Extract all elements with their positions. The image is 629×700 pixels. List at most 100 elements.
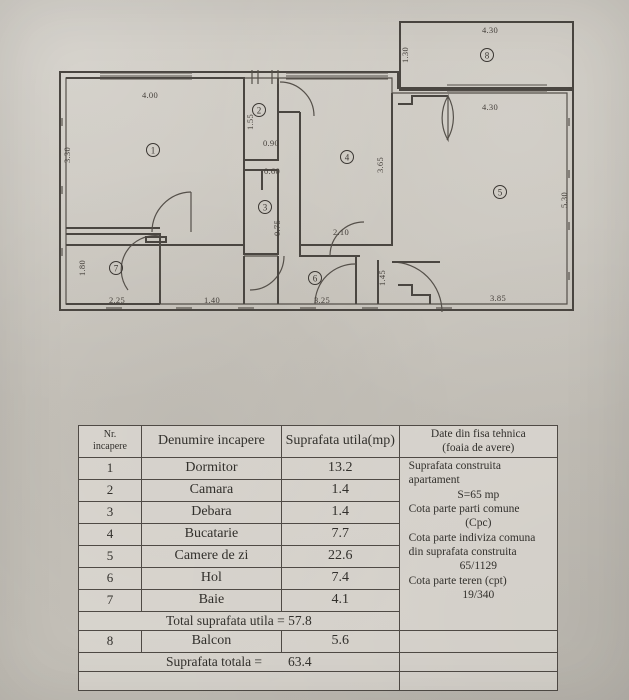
room-1-door-swing bbox=[151, 191, 192, 233]
header-nr: Nr. incapere bbox=[78, 425, 142, 458]
room-marker-1 bbox=[146, 143, 160, 157]
dimension-label-16: 1.30 bbox=[400, 47, 410, 63]
room-number-4: 4 bbox=[345, 153, 350, 163]
room-7-door-leaf bbox=[145, 236, 167, 243]
cell-nr-6: 6 bbox=[78, 566, 142, 590]
blank-cell-1 bbox=[78, 670, 400, 691]
cell-nr-4: 4 bbox=[78, 522, 142, 546]
dimension-label-5: 0.75 bbox=[272, 220, 282, 236]
dimension-label-17: 5.30 bbox=[559, 192, 569, 208]
dimension-label-9: 1.80 bbox=[77, 260, 87, 276]
tech-data-line-0: Suprafata construita bbox=[408, 459, 501, 472]
cell-area-4: 7.7 bbox=[280, 522, 400, 546]
room-number-6: 6 bbox=[313, 274, 318, 284]
dimension-label-1: 3.30 bbox=[62, 147, 72, 163]
cell-nr-1: 1 bbox=[78, 456, 142, 480]
dimension-label-6: 3.65 bbox=[375, 157, 385, 173]
tech-data-line-4: (Cpc) bbox=[465, 517, 492, 530]
dimension-label-4: 0.60 bbox=[264, 166, 280, 176]
room-number-1: 1 bbox=[151, 146, 156, 156]
room-3-walls bbox=[243, 169, 279, 255]
grand-total-pad bbox=[398, 651, 559, 672]
cell-name-3: Debara bbox=[140, 500, 282, 524]
building-outer-wall bbox=[59, 71, 574, 311]
grand-total-row: Suprafata totala =63.4 bbox=[78, 651, 559, 672]
subtotal-row: Total suprafata utila = 57.8 bbox=[78, 610, 558, 631]
cell-name-4: Bucatarie bbox=[140, 522, 282, 546]
cell-name-6: Hol bbox=[140, 566, 282, 590]
tech-data-line-9: 19/340 bbox=[462, 589, 495, 602]
dimension-label-0: 4.00 bbox=[142, 90, 158, 100]
room-number-8: 8 bbox=[485, 51, 490, 61]
cell-name-2: Camara bbox=[140, 478, 282, 502]
room-5-nw-jog bbox=[398, 95, 448, 105]
room-5-door-swing-arc bbox=[441, 93, 449, 143]
dimension-label-3: 0.90 bbox=[263, 138, 279, 148]
cell-name-5: Camere de zi bbox=[140, 544, 282, 568]
dimension-label-2: 1.55 bbox=[245, 114, 255, 130]
room-marker-7 bbox=[109, 261, 123, 275]
cell-nr-8: 8 bbox=[78, 629, 142, 653]
cell-area-7: 4.1 bbox=[280, 588, 400, 612]
cell-area-8: 5.6 bbox=[280, 629, 400, 653]
room-5-sw-jog bbox=[398, 284, 431, 304]
tech-data-line-1: apartament bbox=[408, 474, 460, 487]
middle-window bbox=[286, 72, 388, 80]
tech-data-line-5: Cota parte indiviza comuna bbox=[408, 531, 536, 544]
room-number-2: 2 bbox=[257, 106, 262, 116]
dimension-label-10: 2.25 bbox=[109, 295, 125, 305]
grand-total-label: Suprafata totala = bbox=[165, 653, 263, 669]
room-2-walls bbox=[243, 78, 300, 161]
dimension-label-7: 2.10 bbox=[333, 227, 349, 237]
dimension-label-8: 1.45 bbox=[377, 270, 387, 286]
tech-data-line-7: 65/1129 bbox=[459, 560, 497, 573]
tech-data-line-6: din suprafata construita bbox=[408, 546, 517, 558]
cell-area-3: 1.4 bbox=[280, 500, 400, 524]
header-name: Denumire incapere bbox=[140, 425, 282, 458]
tech-data-line-3: Cota parte parti comune bbox=[408, 502, 520, 515]
window-mullions bbox=[251, 70, 279, 84]
cell-area-5: 22.6 bbox=[280, 544, 400, 568]
tech-data-pad bbox=[398, 629, 559, 653]
room-4-door-swing bbox=[329, 221, 365, 257]
cell-nr-3: 3 bbox=[78, 500, 142, 524]
room-marker-4 bbox=[340, 150, 354, 164]
room-1-window bbox=[100, 72, 192, 80]
dimension-label-12: 3.25 bbox=[314, 295, 330, 305]
cell-nr-5: 5 bbox=[78, 544, 142, 568]
header-area: Suprafata utila(mp) bbox=[280, 425, 400, 458]
room-4-south bbox=[299, 245, 360, 257]
room-schedule-table: Nr. incapere Denumire incapere Suprafata… bbox=[78, 425, 559, 691]
room-number-3: 3 bbox=[263, 203, 268, 213]
dimension-ticks bbox=[61, 118, 570, 309]
subtotal-label: Total suprafata utila = 57.8 bbox=[78, 610, 400, 631]
blank-row bbox=[78, 670, 559, 691]
room-1-walls bbox=[66, 77, 245, 246]
cell-area-2: 1.4 bbox=[280, 478, 400, 502]
room-number-5: 5 bbox=[498, 188, 503, 198]
tech-data-line-8: Cota parte teren (cpt) bbox=[408, 574, 507, 587]
room-2-door-swing bbox=[279, 81, 315, 117]
cell-nr-2: 2 bbox=[78, 478, 142, 502]
cell-area-6: 7.4 bbox=[280, 566, 400, 590]
room-marker-5 bbox=[493, 185, 507, 199]
cell-name-7: Baie bbox=[140, 588, 282, 612]
room-marker-6 bbox=[308, 271, 322, 285]
cell-nr-7: 7 bbox=[78, 588, 142, 612]
room-5-door-swing bbox=[446, 95, 454, 141]
room-7-door-swing bbox=[120, 235, 161, 291]
dimension-label-14: 4.30 bbox=[482, 25, 498, 35]
room-marker-2 bbox=[252, 103, 266, 117]
room-marker-3 bbox=[258, 200, 272, 214]
dimension-label-11: 1.40 bbox=[204, 295, 220, 305]
room-3-door-swing bbox=[249, 255, 285, 291]
